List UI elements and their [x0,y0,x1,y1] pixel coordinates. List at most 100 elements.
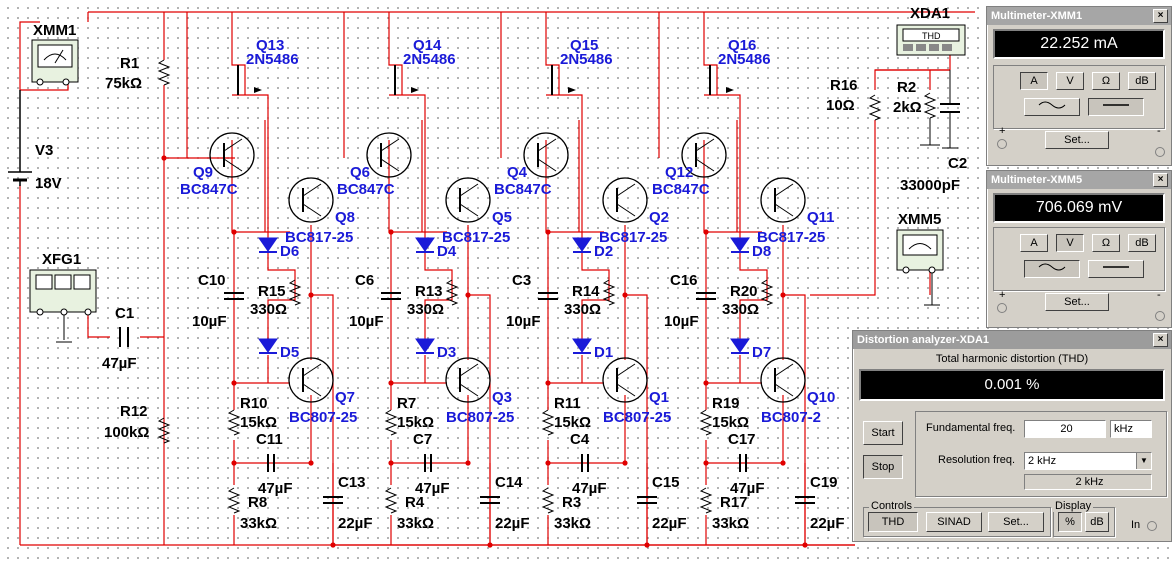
rpot-value: 330Ω [564,301,601,318]
cout-ref: C14 [495,474,523,491]
qtop-part: BC847C [652,181,710,198]
mm1-close-button[interactable]: × [1153,9,1168,23]
mm5-minus-terminal[interactable] [1155,311,1165,321]
mm1-plus-terminal[interactable] [997,139,1007,149]
mm5-plus-terminal[interactable] [997,303,1007,313]
cbyp-ref: C6 [355,272,374,289]
da-titlebar[interactable]: Distortion analyzer-XDA1 × [853,331,1171,349]
qout-ref: Q2 [649,209,669,226]
mm1-mode-a-button[interactable]: A [1020,72,1048,90]
jfet-part: 2N5486 [560,51,613,68]
dbot-ref: D1 [594,344,613,361]
stage-3 [500,12,657,548]
qbot-part: BC807-2 [761,409,821,426]
mm5-set-button[interactable]: Set... [1045,293,1109,311]
cout-value: 22µF [652,515,687,532]
da-start-button[interactable]: Start [863,421,903,445]
mm5-mode-v-button[interactable]: V [1056,234,1084,252]
cout-ref: C15 [652,474,680,491]
mm1-ac-button[interactable] [1024,98,1080,116]
dbot-ref: D7 [752,344,771,361]
xda1-screen-text: THD [922,31,941,41]
mm5-mode-a-button[interactable]: A [1020,234,1048,252]
cc-ref: C17 [728,431,756,448]
mm1-mode-ohm-button[interactable]: Ω [1092,72,1120,90]
dtop-ref: D8 [752,243,771,260]
qtop-ref: Q6 [350,164,370,181]
mm1-dc-button[interactable] [1088,98,1144,116]
da-db-button[interactable]: dB [1085,512,1109,532]
qbot-ref: Q10 [807,389,835,406]
mm5-mode-ohm-button[interactable]: Ω [1092,234,1120,252]
cc-value: 47µF [415,480,450,497]
da-percent-button[interactable]: % [1058,512,1082,532]
da-stop-button[interactable]: Stop [863,455,903,479]
xfg1-symbol[interactable] [29,269,97,343]
cbyp-value: 10µF [349,313,384,330]
c1-ref: C1 [115,305,134,322]
multimeter-xmm1-window[interactable]: Multimeter-XMM1× 22.252 mA A V Ω dB + Se… [986,6,1172,166]
cbyp-value: 10µF [506,313,541,330]
xmm1-label: XMM1 [33,22,76,39]
dtop-ref: D2 [594,243,613,260]
multimeter-xmm5-window[interactable]: Multimeter-XMM5× 706.069 mV A V Ω dB + S… [986,170,1172,328]
dbot-ref: D3 [437,344,456,361]
xmm5-symbol[interactable] [896,229,944,306]
mm1-minus-terminal[interactable] [1155,147,1165,157]
stage-1 [161,12,343,548]
qout-part: BC817-25 [757,229,825,246]
distortion-analyzer-window[interactable]: Distortion analyzer-XDA1 × Total harmonic… [852,330,1172,542]
mm1-set-button[interactable]: Set... [1045,131,1109,149]
cc-ref: C4 [570,431,590,448]
mm5-titlebar[interactable]: Multimeter-XMM5× [987,171,1171,189]
da-display-label: Display [1053,500,1094,512]
r16-ref: R16 [830,77,858,94]
jfet-ref: Q14 [413,37,442,54]
da-input-terminal[interactable] [1147,521,1157,531]
xda1-symbol[interactable] [896,24,966,56]
re-ref: R11 [554,395,581,412]
mm1-mode-v-button[interactable]: V [1056,72,1084,90]
cout-ref: C13 [338,474,366,491]
rpot-ref: R14 [572,283,600,300]
da-heading: Total harmonic distortion (THD) [935,353,1089,365]
qbot-ref: Q3 [492,389,512,406]
da-settings-group: Fundamental freq. 20 kHz Resolution freq… [915,411,1167,497]
da-fund-unit[interactable]: kHz [1110,420,1152,438]
mm1-mode-db-button[interactable]: dB [1128,72,1156,90]
da-sinad-button[interactable]: SINAD [926,512,982,532]
rb-value: 33kΩ [554,515,591,532]
da-thd-button[interactable]: THD [868,512,918,532]
mm5-ac-button[interactable] [1024,260,1080,278]
xda1-label: XDA1 [910,5,950,22]
mm5-close-button[interactable]: × [1153,173,1168,187]
r12-value: 100kΩ [104,424,149,441]
da-title: Distortion analyzer-XDA1 [857,334,990,346]
da-close-button[interactable]: × [1153,333,1168,347]
rb-ref: R4 [405,494,425,511]
r1-symbol [157,59,171,86]
cc-ref: C7 [413,431,432,448]
dbot-ref: D5 [280,344,299,361]
re-value: 15kΩ [397,414,434,431]
re-ref: R19 [712,395,740,412]
qbot-ref: Q7 [335,389,355,406]
rpot-ref: R15 [258,283,286,300]
da-fund-input[interactable]: 20 [1024,420,1106,438]
rb-ref: R3 [562,494,581,511]
jfet-ref: Q16 [728,37,756,54]
mm1-mode-group: A V Ω dB [993,65,1165,129]
chevron-down-icon[interactable]: ▼ [1136,453,1151,469]
xmm1-symbol[interactable] [31,39,79,86]
jfet-ref: Q13 [256,37,284,54]
r16-symbol [868,94,882,121]
xfg1-label: XFG1 [42,251,81,268]
stage-4 [658,12,815,548]
mm1-titlebar[interactable]: Multimeter-XMM1× [987,7,1171,25]
mm5-dc-button[interactable] [1088,260,1144,278]
re-value: 15kΩ [554,414,591,431]
da-res-select[interactable]: 2 kHz ▼ [1024,452,1152,470]
da-set-button[interactable]: Set... [988,512,1044,532]
mm5-mode-db-button[interactable]: dB [1128,234,1156,252]
